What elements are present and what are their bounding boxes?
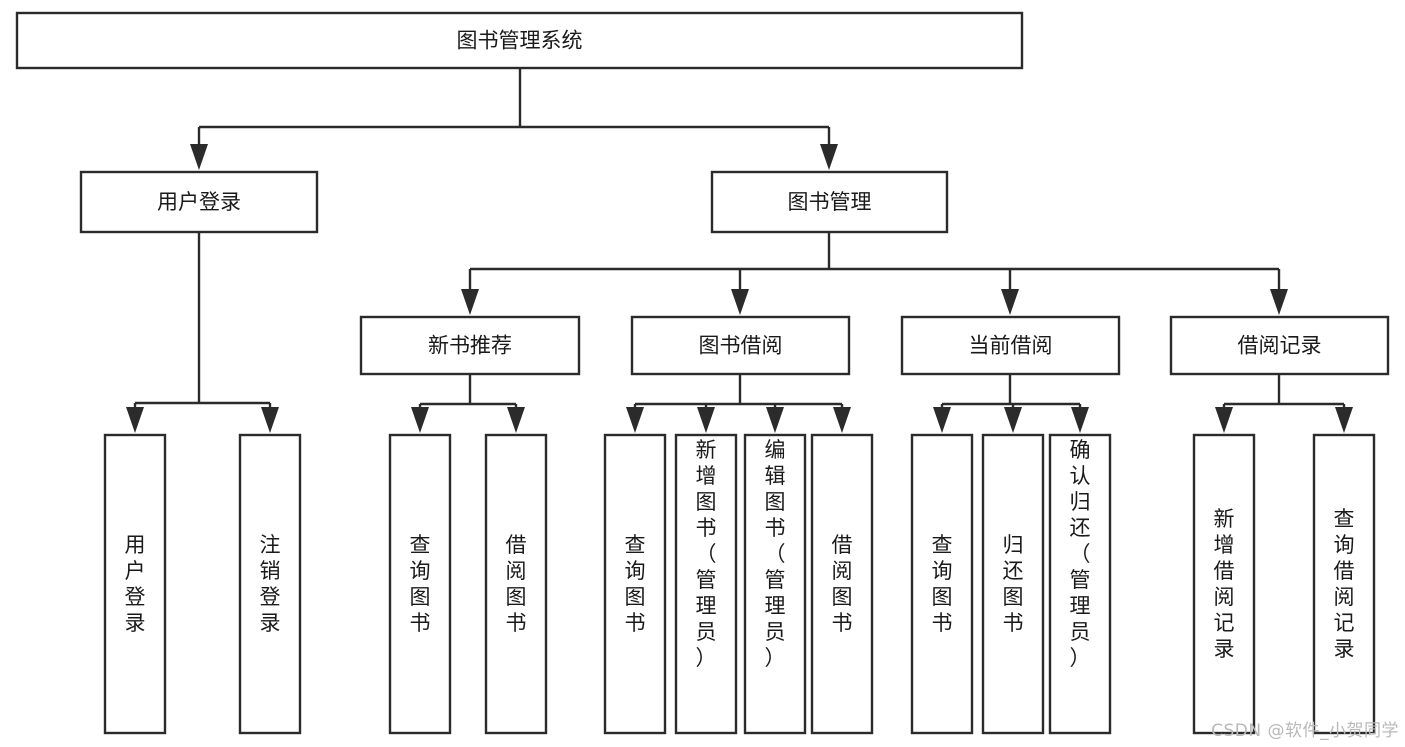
node-leaf-query-record[interactable]: 查询借阅记录 (1312, 433, 1376, 735)
node-leaf-return-book[interactable]: 归还图书 (981, 433, 1045, 735)
connector-root (190, 68, 838, 170)
node-label: 图书管理 (788, 190, 872, 214)
node-label: 借阅记录 (1238, 334, 1322, 358)
node-current-borrow[interactable]: 当前借阅 (900, 315, 1121, 376)
node-label: 查询图书 (932, 533, 953, 635)
node-label: 用户登录 (157, 190, 241, 214)
node-label: 用户登录 (125, 533, 146, 635)
node-label: 新增借阅记录 (1214, 507, 1235, 661)
node-leaf-user-login[interactable]: 用户登录 (103, 433, 167, 735)
node-label: 图书管理系统 (457, 29, 583, 53)
connector-new-book-rec (411, 374, 525, 433)
connector-book-manage (461, 232, 1288, 315)
node-label: 归还图书 (1003, 533, 1024, 635)
connector-user-login (126, 232, 279, 433)
node-leaf-add-record[interactable]: 新增借阅记录 (1192, 433, 1256, 735)
node-layer: 图书管理系统用户登录图书管理新书推荐图书借阅当前借阅借阅记录用户登录注销登录查询… (15, 11, 1390, 735)
connector-layer (126, 68, 1353, 433)
node-label: 确认归还（管理员） (1070, 438, 1091, 670)
node-new-book-rec[interactable]: 新书推荐 (359, 315, 581, 376)
node-leaf-add-book[interactable]: 新增图书（管理员） (674, 433, 738, 735)
node-leaf-confirm-return[interactable]: 确认归还（管理员） (1048, 433, 1112, 735)
node-book-manage[interactable]: 图书管理 (710, 170, 949, 234)
node-label: 新增图书（管理员） (696, 438, 717, 670)
node-leaf-query-book-3[interactable]: 查询图书 (910, 433, 974, 735)
node-label: 图书借阅 (699, 334, 783, 358)
node-user-login[interactable]: 用户登录 (79, 170, 319, 234)
node-leaf-query-book-2[interactable]: 查询图书 (603, 433, 667, 735)
node-label: 查询图书 (625, 533, 646, 635)
node-label: 编辑图书（管理员） (765, 438, 786, 670)
watermark-text: CSDN @软件_小贺同学 (1211, 721, 1399, 741)
node-leaf-borrow-book-1[interactable]: 借阅图书 (484, 433, 548, 735)
node-leaf-query-book-1[interactable]: 查询图书 (388, 433, 452, 735)
node-label: 新书推荐 (428, 334, 512, 358)
node-label: 查询借阅记录 (1334, 507, 1355, 661)
node-borrow-record[interactable]: 借阅记录 (1169, 315, 1390, 376)
node-label: 借阅图书 (832, 533, 853, 635)
node-label: 查询图书 (410, 533, 431, 635)
node-leaf-borrow-book-2[interactable]: 借阅图书 (810, 433, 874, 735)
node-book-borrow[interactable]: 图书借阅 (630, 315, 851, 376)
node-label: 借阅图书 (506, 533, 527, 635)
node-label: 当前借阅 (969, 334, 1053, 358)
connector-book-borrow (626, 374, 851, 433)
node-label: 注销登录 (260, 533, 281, 635)
node-leaf-user-logout[interactable]: 注销登录 (238, 433, 302, 735)
node-root[interactable]: 图书管理系统 (15, 11, 1024, 70)
node-leaf-edit-book[interactable]: 编辑图书（管理员） (743, 433, 807, 735)
connector-borrow-record (1215, 374, 1353, 433)
connector-current-borrow (933, 374, 1089, 433)
